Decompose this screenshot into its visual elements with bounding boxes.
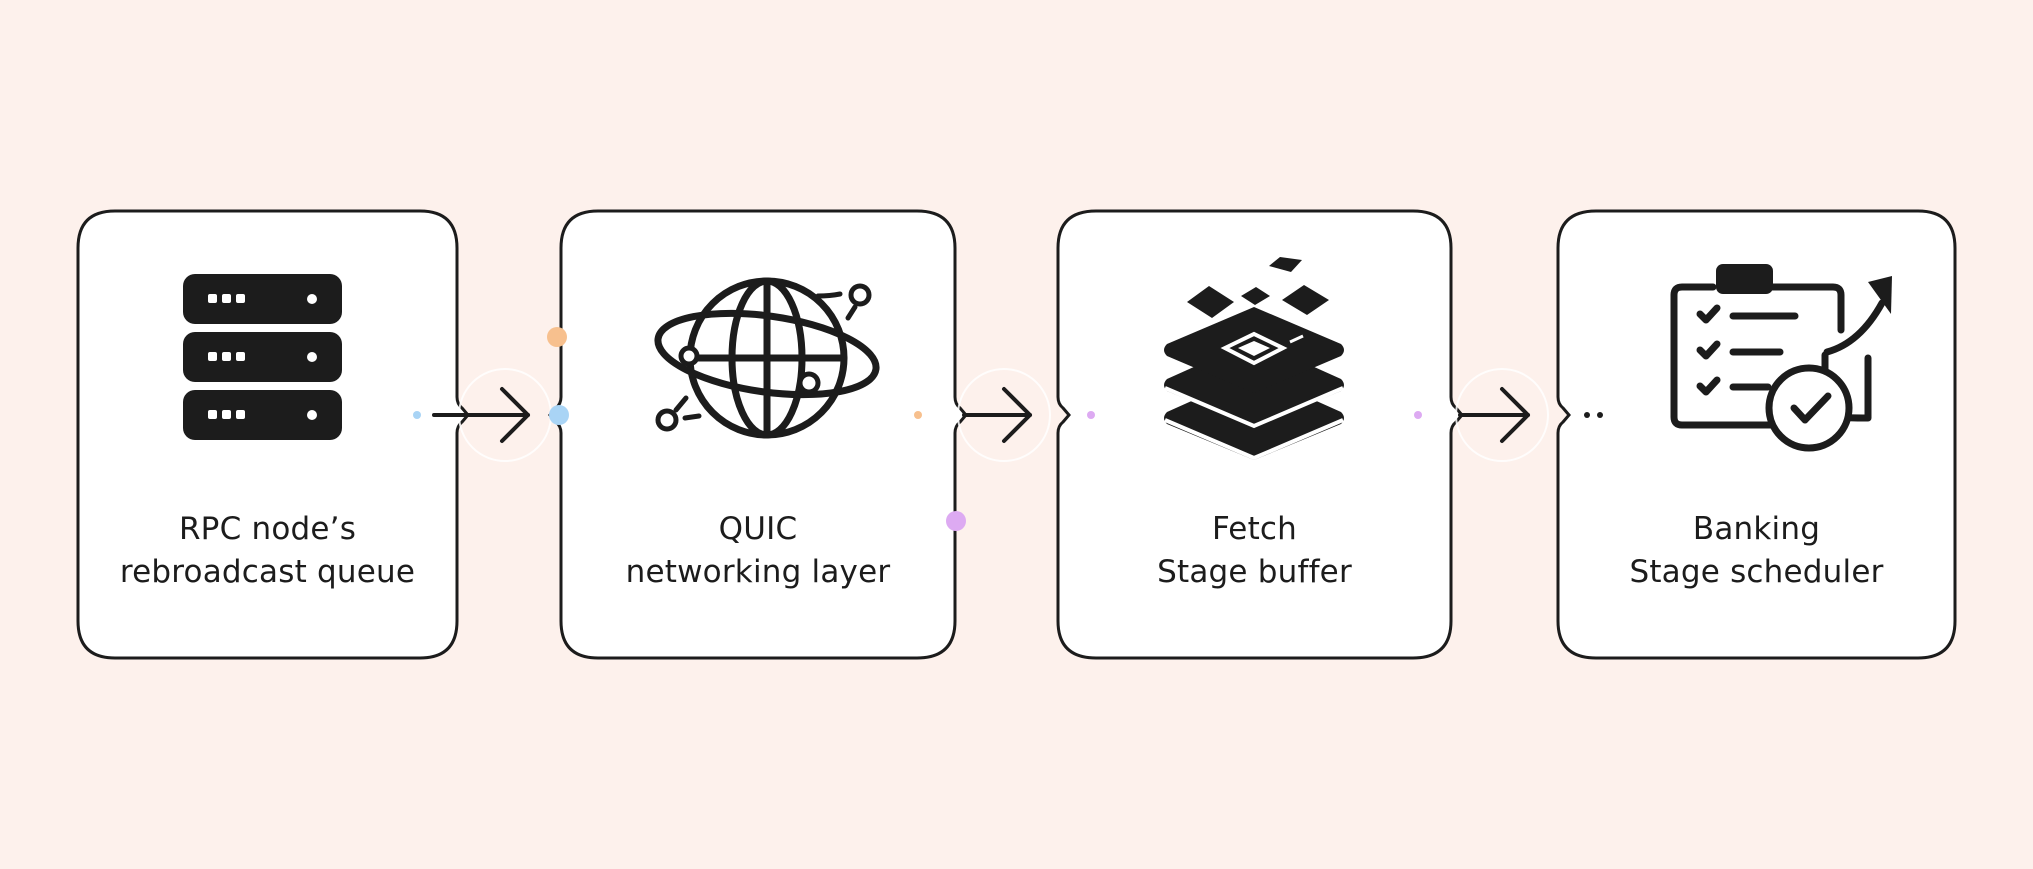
packet-dot-orange [547,327,567,347]
stage-label-line: networking layer [625,554,891,590]
packet-dot-dark [1597,412,1603,418]
server-rack-icon [183,274,342,440]
packet-dot-purple [1414,411,1422,419]
arrow-right-icon [1458,387,1530,443]
stage-label-line: Stage buffer [1157,554,1352,590]
stage-label-line: QUIC [718,511,798,547]
connector-halo [1455,368,1549,462]
stage-label-fetch: Fetch Stage buffer [1060,508,1449,594]
connector-halo [957,368,1051,462]
stage-label-rpc-node: RPC node’s rebroadcast queue [80,508,455,594]
packet-dot-dark [1584,412,1590,418]
packet-dot-orange [914,411,922,419]
stacked-layers-icon [1164,257,1344,461]
packet-dot-purple [946,511,966,531]
stage-label-line: Stage scheduler [1629,554,1884,590]
clipboard-checklist-icon [1670,264,1892,452]
arrow-right-icon [432,387,530,443]
stage-label-line: Fetch [1211,511,1298,547]
packet-dot-purple [1087,411,1095,419]
stage-label-line: rebroadcast queue [119,554,416,590]
stage-label-line: RPC node’s [178,511,357,547]
stage-label-line: Banking [1692,511,1821,547]
arrow-right-icon [962,387,1032,443]
packet-dot-blue [549,405,569,425]
card-banking-stage [1556,209,1957,660]
globe-network-icon [654,277,880,439]
packet-dot-blue [413,411,421,419]
stage-label-banking: Banking Stage scheduler [1560,508,1953,594]
stage-label-quic: QUIC networking layer [563,508,953,594]
